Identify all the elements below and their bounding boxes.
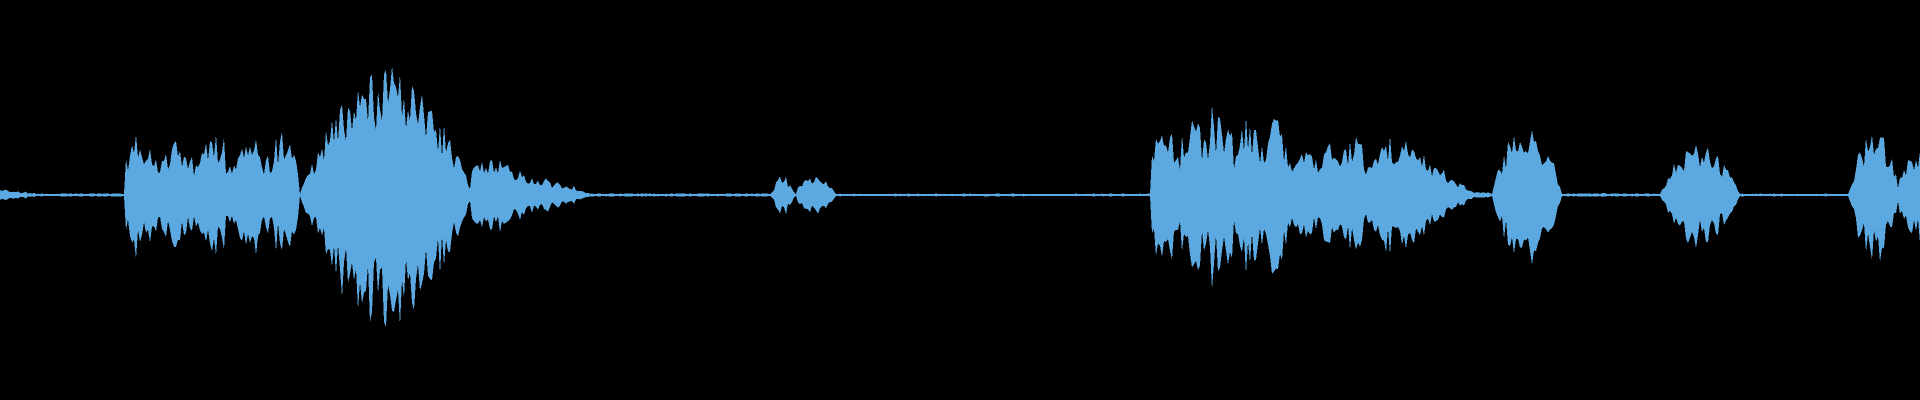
waveform-envelope-group[interactable] <box>0 66 1920 327</box>
zero-axis-baseline <box>0 194 1920 196</box>
waveform-envelope-path[interactable] <box>0 66 1920 327</box>
